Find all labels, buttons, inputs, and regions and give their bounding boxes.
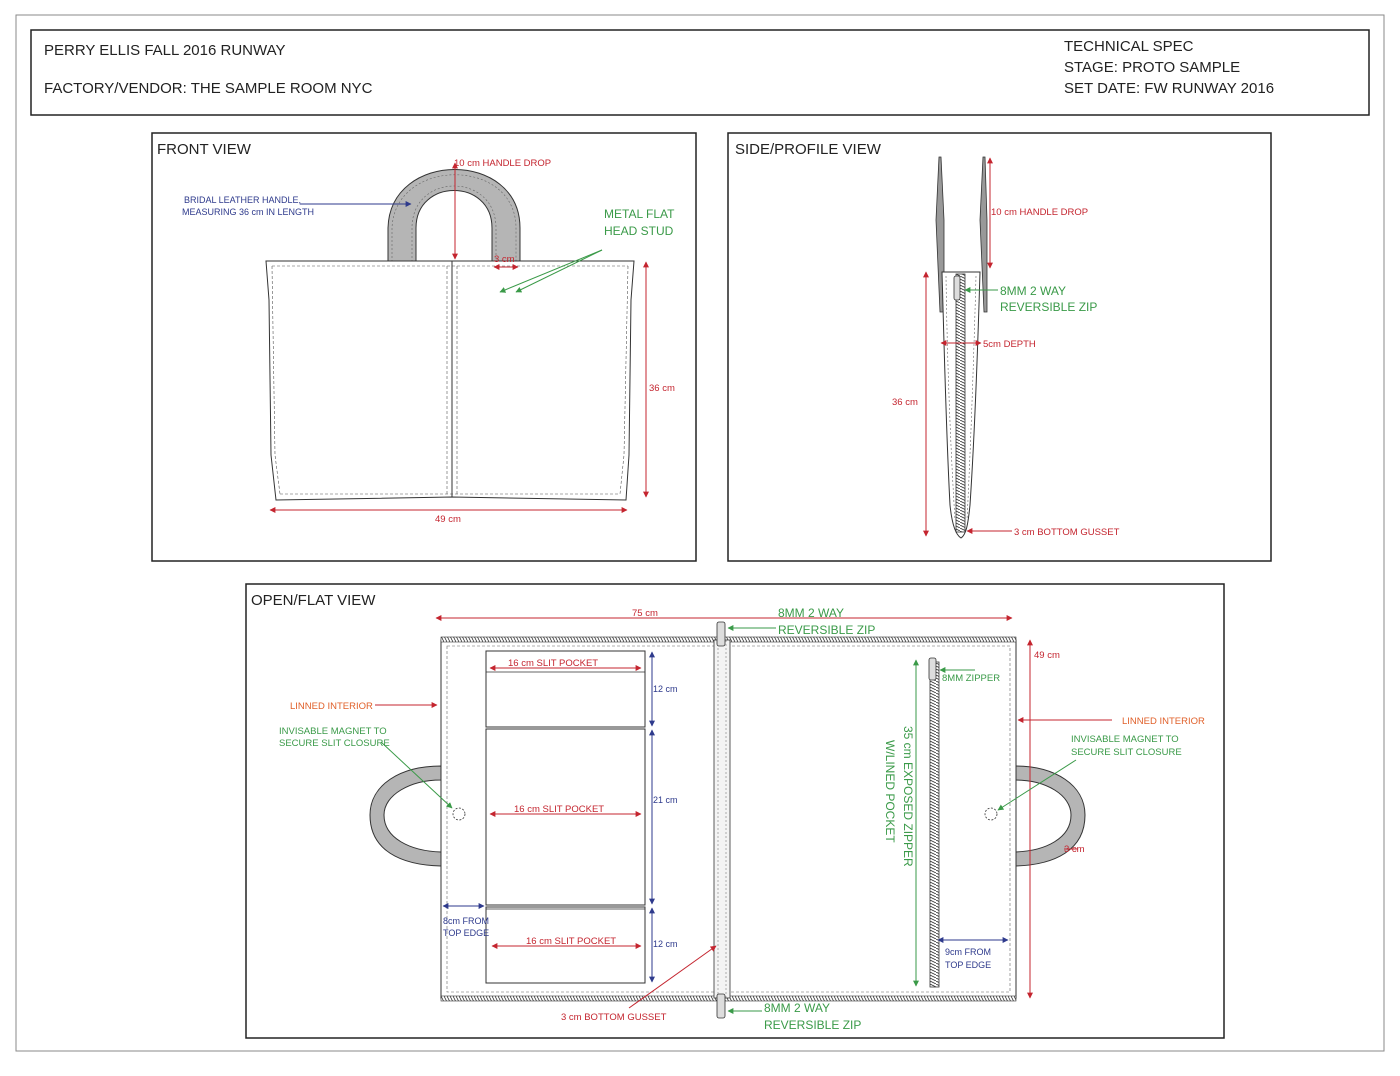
stud-label-2: HEAD STUD <box>604 224 674 238</box>
magnet-right-2: SECURE SLIT CLOSURE <box>1071 747 1182 758</box>
front-view-panel: FRONT VIEW 10 cm HANDLE DROP BRIDAL LEAT… <box>151 132 697 562</box>
open-top-zip-2: REVERSIBLE ZIP <box>778 623 875 637</box>
pocket-bot-label: 16 cm SLIT POCKET <box>526 936 616 947</box>
side-handle-right <box>979 156 988 313</box>
side-depth-label: 5cm DEPTH <box>983 339 1036 350</box>
side-zipper <box>955 273 966 533</box>
exposed-zip-pull <box>928 657 937 681</box>
side-zip-label-2: REVERSIBLE ZIP <box>1000 300 1097 314</box>
exposed-zipper-label-2: W/LINED POCKET <box>883 740 897 843</box>
side-zip-pull <box>953 275 961 301</box>
lined-interior-right: LINNED INTERIOR <box>1122 716 1205 727</box>
open-view-title: OPEN/FLAT VIEW <box>251 592 376 609</box>
open-bottom-zip-1: 8MM 2 WAY <box>764 1001 830 1015</box>
exposed-zipper <box>929 661 940 988</box>
lined-interior-left: LINNED INTERIOR <box>290 701 373 712</box>
side-height-label: 36 cm <box>892 397 918 408</box>
header-collection: PERRY ELLIS FALL 2016 RUNWAY <box>44 42 286 59</box>
open-view-panel: OPEN/FLAT VIEW 75 cm 8MM 2 WAY REVE <box>245 583 1225 1039</box>
open-bottom-zip-2: REVERSIBLE ZIP <box>764 1018 861 1032</box>
pocket-mid-label: 16 cm SLIT POCKET <box>514 804 604 815</box>
pocket-bot-height: 12 cm <box>653 939 678 949</box>
open-center-gusset <box>713 639 731 999</box>
from-top-left-2: TOP EDGE <box>443 928 489 938</box>
pocket-mid-height: 21 cm <box>653 795 678 805</box>
open-top-zip-1: 8MM 2 WAY <box>778 606 844 620</box>
side-zip-label-1: 8MM 2 WAY <box>1000 284 1066 298</box>
magnet-right <box>984 807 998 821</box>
stud-label-1: METAL FLAT <box>604 207 675 221</box>
slit-pocket-top <box>485 650 646 728</box>
magnet-right-1: INVISABLE MAGNET TO <box>1071 734 1179 745</box>
header-stage: STAGE: PROTO SAMPLE <box>1064 59 1240 76</box>
slit-pocket-mid <box>485 728 646 906</box>
front-width-label: 49 cm <box>435 514 461 525</box>
pocket-top-label: 16 cm SLIT POCKET <box>508 658 598 669</box>
front-view-title: FRONT VIEW <box>157 141 252 158</box>
zipper-8mm-label: 8MM ZIPPER <box>942 673 1000 684</box>
open-handle-width-label: 3 cm <box>1064 844 1085 855</box>
front-handle-note-1: BRIDAL LEATHER HANDLE, <box>184 195 301 205</box>
open-gusset-label: 3 cm BOTTOM GUSSET <box>561 1012 667 1023</box>
front-bag-body <box>265 260 635 501</box>
open-width-label: 75 cm <box>632 608 658 619</box>
side-view-title: SIDE/PROFILE VIEW <box>735 141 882 158</box>
open-handle-left <box>369 765 442 867</box>
front-handle-width-label: 3 cm <box>494 254 515 265</box>
from-top-right-1: 9cm FROM <box>945 947 991 957</box>
open-top-zip-pull <box>716 621 726 647</box>
magnet-left-2: SECURE SLIT CLOSURE <box>279 738 390 749</box>
header-block: PERRY ELLIS FALL 2016 RUNWAY FACTORY/VEN… <box>30 29 1370 116</box>
side-gusset-label: 3 cm BOTTOM GUSSET <box>1014 527 1120 538</box>
open-bottom-zip-pull <box>716 993 726 1019</box>
from-top-right-2: TOP EDGE <box>945 960 991 970</box>
front-handle-drop-label: 10 cm HANDLE DROP <box>454 158 551 169</box>
from-top-left-1: 8cm FROM <box>443 916 489 926</box>
sheet-border <box>15 14 1385 1052</box>
side-view-panel: SIDE/PROFILE VIEW 10 cm HANDLE DROP 8MM … <box>727 132 1272 562</box>
magnet-left-1: INVISABLE MAGNET TO <box>279 726 387 737</box>
header-set-date: SET DATE: FW RUNWAY 2016 <box>1064 80 1274 97</box>
open-height-label: 49 cm <box>1034 650 1060 661</box>
header-doc-type: TECHNICAL SPEC <box>1064 38 1194 55</box>
exposed-zipper-label-1: 35 cm EXPOSED ZIPPER <box>901 726 915 867</box>
pocket-top-height: 12 cm <box>653 684 678 694</box>
header-vendor: FACTORY/VENDOR: THE SAMPLE ROOM NYC <box>44 80 373 97</box>
front-height-label: 36 cm <box>649 383 675 394</box>
front-handle-note-2: MEASURING 36 cm IN LENGTH <box>182 207 314 217</box>
magnet-left <box>452 807 466 821</box>
side-handle-drop-label: 10 cm HANDLE DROP <box>991 207 1088 218</box>
